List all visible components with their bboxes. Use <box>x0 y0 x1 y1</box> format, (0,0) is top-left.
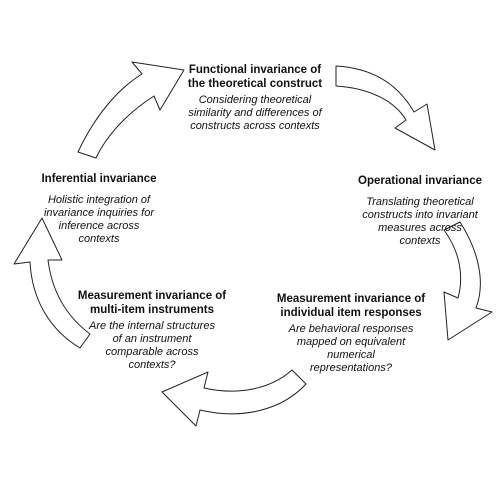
node-title: Measurement invariance of multi-item ins… <box>77 290 227 316</box>
node-description: Are behavioral responses mapped on equiv… <box>288 323 414 374</box>
node-description: Considering theoretical similarity and d… <box>188 94 322 132</box>
node-title: Measurement invariance of individual ite… <box>276 293 426 319</box>
arrow-multi-to-inferential <box>13 217 91 349</box>
node-item-response-invariance: Measurement invariance of individual ite… <box>266 292 436 375</box>
node-title: Functional invariance of the theoretical… <box>187 64 323 90</box>
node-title: Inferential invariance <box>41 173 157 185</box>
node-description: Are the internal structures of an instru… <box>89 320 215 371</box>
node-title: Operational invariance <box>358 175 482 187</box>
node-functional-invariance: Functional invariance of the theoretical… <box>170 63 340 133</box>
node-inferential-invariance: Inferential invariance Holistic integrat… <box>22 172 176 246</box>
arrow-item-to-multi <box>161 369 307 427</box>
node-multi-item-invariance: Measurement invariance of multi-item ins… <box>68 289 236 372</box>
arrow-functional-to-operational <box>335 65 436 151</box>
node-description: Translating theoretical constructs into … <box>362 196 478 247</box>
arrow-inferential-to-functional <box>77 61 185 159</box>
node-description: Holistic integration of invariance inqui… <box>43 194 155 245</box>
node-operational-invariance: Operational invariance Translating theor… <box>340 174 500 248</box>
arrow-operational-to-item <box>443 221 493 341</box>
